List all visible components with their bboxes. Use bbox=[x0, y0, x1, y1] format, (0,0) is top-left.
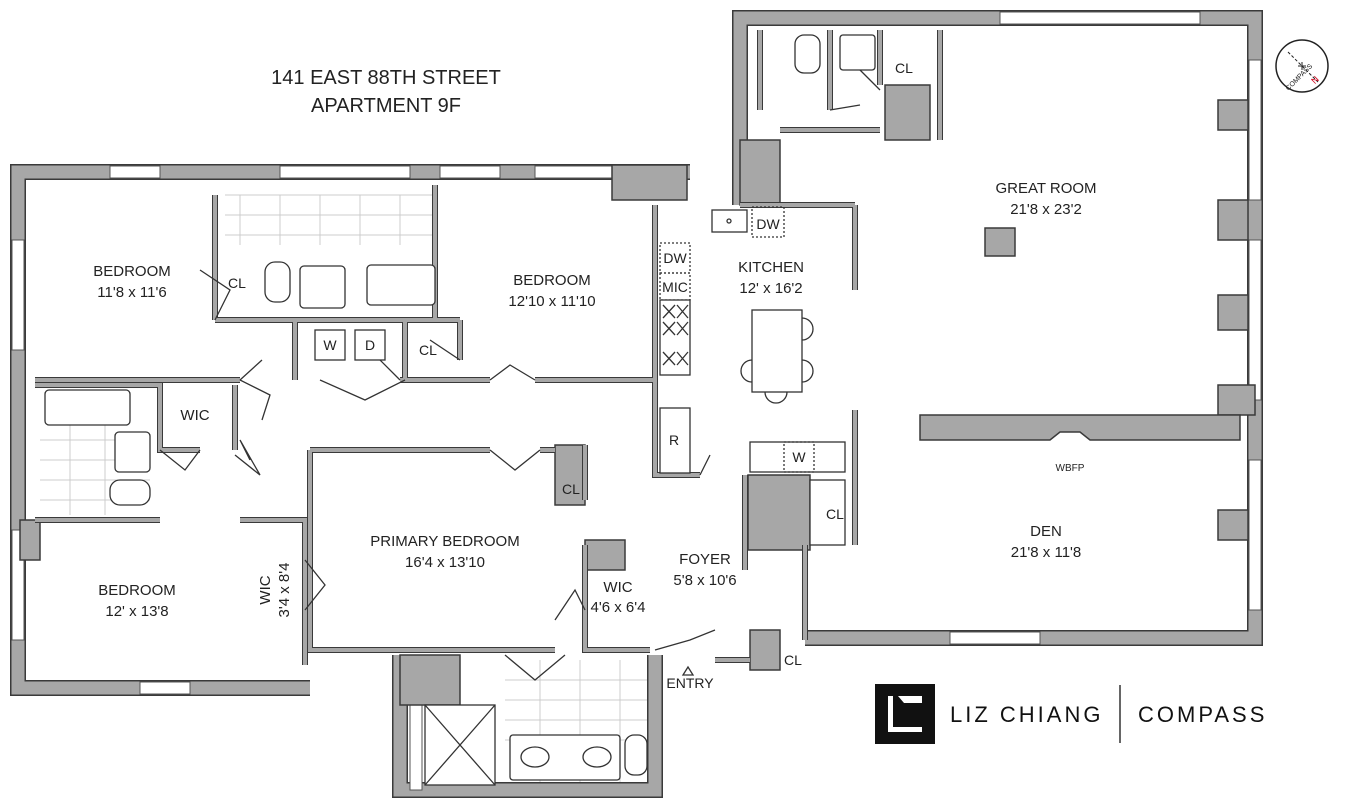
closet-label: CL bbox=[826, 506, 844, 522]
great-room-name: GREAT ROOM bbox=[995, 180, 1096, 197]
agent-name: LIZ CHIANG bbox=[950, 702, 1103, 727]
closet-label: CL bbox=[228, 275, 246, 291]
bedroom-nw-dims: 11'8 x 11'6 bbox=[97, 284, 166, 301]
wall-piers bbox=[19, 84, 1256, 706]
microwave-label: MIC bbox=[662, 279, 688, 295]
dishwasher-label: DW bbox=[756, 216, 780, 232]
closet-label: CL bbox=[895, 60, 913, 76]
sink bbox=[114, 431, 151, 473]
toilet bbox=[264, 261, 291, 303]
sink bbox=[839, 34, 876, 71]
compass-north: N bbox=[1309, 74, 1321, 86]
bedroom-nw-name: BEDROOM bbox=[93, 263, 171, 280]
foyer-dims: 5'8 x 10'6 bbox=[673, 572, 736, 589]
den-dims: 21'8 x 11'8 bbox=[1011, 544, 1082, 561]
toilet bbox=[794, 34, 821, 74]
dishwasher-label: DW bbox=[663, 250, 687, 266]
primary-bedroom-name: PRIMARY BEDROOM bbox=[370, 533, 519, 550]
toilet bbox=[624, 734, 648, 776]
title-apartment: APARTMENT 9F bbox=[311, 95, 461, 117]
entry-label: ENTRY bbox=[666, 675, 714, 691]
bathtub bbox=[44, 389, 131, 426]
exterior-walls bbox=[10, 10, 1263, 798]
wic-primary-dims: 3'4 x 8'4 bbox=[276, 563, 293, 618]
closet-label: CL bbox=[419, 342, 437, 358]
double-vanity bbox=[509, 734, 621, 781]
washer-label: W bbox=[323, 337, 337, 353]
sink bbox=[299, 265, 346, 309]
bedroom-sw-name: BEDROOM bbox=[98, 582, 176, 599]
kitchen-dims: 12' x 16'2 bbox=[739, 280, 802, 297]
wic-foyer-name: WIC bbox=[603, 579, 632, 596]
kitchen-island bbox=[751, 309, 803, 393]
windows bbox=[11, 11, 1262, 791]
bathtub bbox=[366, 264, 436, 306]
bedroom-n-dims: 12'10 x 11'10 bbox=[508, 293, 595, 310]
wic-hall-name: WIC bbox=[180, 407, 209, 424]
dryer-label: D bbox=[365, 337, 375, 353]
entry-arrow bbox=[681, 665, 695, 676]
wic-primary-name: WIC bbox=[257, 575, 274, 604]
den-name: DEN bbox=[1030, 523, 1062, 540]
title-address: 141 EAST 88TH STREET bbox=[271, 67, 501, 89]
bedroom-sw-dims: 12' x 13'8 bbox=[105, 603, 168, 620]
toilet bbox=[109, 479, 151, 506]
doors bbox=[159, 69, 881, 681]
refrigerator bbox=[659, 407, 691, 474]
lc-logo-mark bbox=[875, 684, 935, 744]
agent-logo: LIZ CHIANG COMPASS bbox=[875, 684, 1267, 744]
bedroom-n-name: BEDROOM bbox=[513, 272, 591, 289]
interior-walls bbox=[35, 30, 1241, 665]
wic-foyer-dims: 4'6 x 6'4 bbox=[591, 599, 646, 616]
closet-label: CL bbox=[562, 481, 580, 497]
fireplace-label: WBFP bbox=[1056, 463, 1085, 474]
primary-bedroom-dims: 16'4 x 13'10 bbox=[405, 554, 485, 571]
kitchen-name: KITCHEN bbox=[738, 259, 804, 276]
wine-fridge-label: W bbox=[792, 449, 806, 465]
compass-rose: COMPASS N bbox=[1275, 39, 1329, 93]
closet-den bbox=[809, 479, 846, 546]
refrigerator-label: R bbox=[669, 432, 679, 448]
fixtures bbox=[44, 34, 876, 786]
brokerage-name: COMPASS bbox=[1138, 702, 1267, 727]
foyer-name: FOYER bbox=[679, 551, 731, 568]
great-room-dims: 21'8 x 23'2 bbox=[1010, 201, 1082, 218]
closet-label: CL bbox=[784, 652, 802, 668]
